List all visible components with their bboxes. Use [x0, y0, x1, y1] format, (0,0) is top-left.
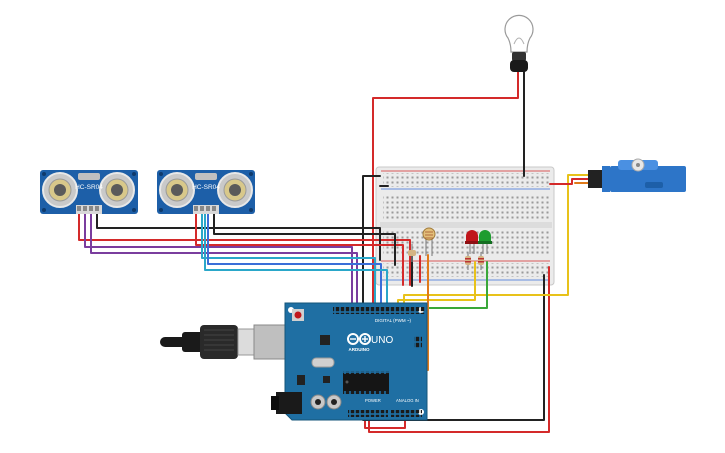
- board-brand-label: ARDUINO: [349, 347, 370, 352]
- sensor-1-label: HC-SR04: [75, 184, 103, 191]
- wire-s2-gnd: [213, 212, 396, 266]
- sensor-2-label: HC-SR04: [192, 184, 220, 191]
- led-icon: [465, 230, 492, 254]
- servo-motor-icon: [588, 158, 686, 192]
- arduino-logo: [347, 333, 371, 345]
- wire-s2-cyan2: [204, 212, 388, 309]
- wire-servo-red: [549, 178, 591, 185]
- wire-s2-trig: [201, 212, 376, 309]
- arduino-uno-board: DIGITAL (PWM ~) UNO ARDUINO: [271, 302, 428, 421]
- resistor-icon: [408, 244, 484, 270]
- analog-header-label: ANALOG IN: [396, 398, 419, 403]
- lightbulb-icon: [504, 14, 534, 72]
- ultrasonic-sensor-1: HC-SR04: [40, 170, 138, 214]
- usb-cable-icon: [160, 324, 297, 360]
- digital-header-label: DIGITAL (PWM ~): [375, 318, 412, 323]
- wire-s2-echo: [207, 212, 382, 309]
- power-header-label: POWER: [365, 398, 381, 403]
- wire-s1-trig: [84, 212, 353, 309]
- wire-s2-vcc: [195, 212, 404, 286]
- photoresistor-icon: [422, 227, 436, 256]
- board-model-label: UNO: [371, 335, 393, 346]
- ultrasonic-sensor-2: HC-SR04: [157, 170, 255, 214]
- wire-s1-echo: [90, 212, 358, 309]
- wire-s1-vcc: [78, 212, 411, 286]
